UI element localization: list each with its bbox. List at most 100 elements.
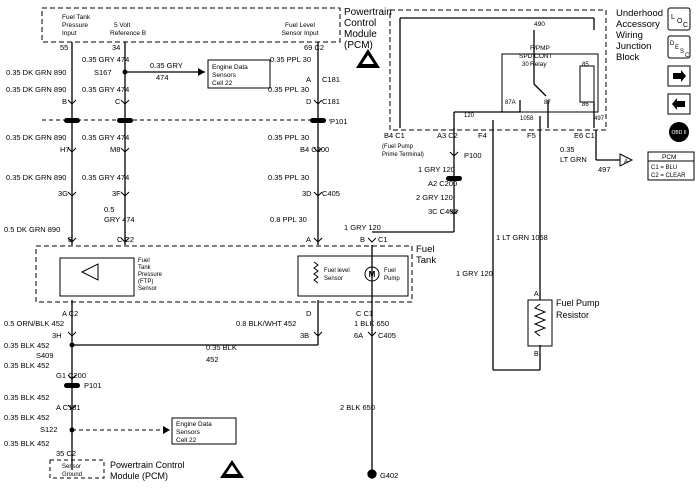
lbl-p100: P100 bbox=[464, 151, 482, 160]
eds-top-box bbox=[207, 59, 271, 89]
loc-l: L bbox=[671, 14, 675, 21]
lbl-b4c1: B4 C1 bbox=[384, 131, 405, 140]
ftp-2: Tank bbox=[138, 265, 152, 271]
prime-1: (Fuel Pump bbox=[382, 144, 414, 150]
lbl-c1: C1 bbox=[378, 235, 388, 244]
lbl-ltgrn1058: 1 LT GRN 1058 bbox=[496, 233, 548, 242]
obd-text: OBD II bbox=[671, 130, 686, 136]
lbl-3cc405: 3C C405 bbox=[428, 207, 458, 216]
lbl-55: 55 bbox=[60, 43, 68, 52]
fls-input-1: Fuel Level bbox=[285, 22, 316, 29]
lbl-d2: D bbox=[306, 309, 312, 318]
next-arrow-button[interactable] bbox=[667, 65, 691, 87]
res-b: B bbox=[534, 351, 539, 358]
ftp-3: Pressure bbox=[138, 272, 163, 278]
lbl-w30d: 0.35 PPL 30 bbox=[268, 173, 309, 182]
amplifier-icon bbox=[80, 263, 99, 281]
lbl-69c2: 69 C2 bbox=[304, 43, 324, 52]
left-arrow-icon bbox=[672, 98, 685, 110]
lbl-g1c200: G1 C200 bbox=[56, 371, 86, 380]
lbl-3d: 3D bbox=[302, 189, 312, 198]
fuel-tank-label-2: Tank bbox=[416, 255, 436, 266]
lbl-w30a: 0.35 PPL 30 bbox=[270, 55, 311, 64]
eds-bottom-2: Sensors bbox=[176, 429, 201, 436]
relay-box bbox=[501, 53, 599, 113]
relay-3: Relay bbox=[530, 61, 547, 68]
res-a: A bbox=[534, 291, 539, 298]
desc-c: C bbox=[685, 53, 690, 59]
lbl-452: 452 bbox=[206, 355, 219, 364]
lbl-blk452c: 0.35 BLK 452 bbox=[4, 361, 49, 370]
lbl-blk452e: 0.35 BLK 452 bbox=[4, 413, 49, 422]
lbl-orn452: 0.5 ORN/BLK 452 bbox=[4, 319, 64, 328]
lbl-497: 497 bbox=[598, 165, 611, 174]
lbl-b4c200: B4 C200 bbox=[300, 145, 329, 154]
splice-s167 bbox=[122, 69, 128, 75]
lbl-c2: C C2 bbox=[117, 235, 134, 244]
right-arrow-icon bbox=[673, 70, 686, 82]
fuel-pump-resistor-box bbox=[527, 299, 553, 347]
res-2: Resistor bbox=[556, 310, 589, 320]
underhood-wires bbox=[399, 17, 620, 371]
lbl-cc1: C C1 bbox=[356, 309, 373, 318]
lbl-6a: 6A bbox=[354, 331, 363, 340]
legend-c2: C2 = CLEAR bbox=[651, 173, 686, 179]
ref-a-arrow bbox=[619, 153, 634, 167]
desc-s: S bbox=[680, 49, 684, 55]
sender-box bbox=[297, 255, 409, 297]
pcm-title-2: Control bbox=[344, 18, 376, 29]
pcm-legend-box bbox=[647, 151, 695, 181]
lbl-e6c1: E6 C1 bbox=[574, 131, 595, 140]
lbl-gry120: 1 GRY 120 bbox=[344, 223, 381, 232]
relay-2: SPD CONT bbox=[519, 53, 553, 60]
description-icon bbox=[667, 35, 691, 59]
prev-arrow-button[interactable] bbox=[667, 93, 691, 115]
sg-1: Sensor bbox=[62, 464, 81, 470]
uh-4: Junction bbox=[616, 41, 651, 52]
resistor-zigzag-icon bbox=[533, 303, 547, 337]
lbl-ac2: A C2 bbox=[62, 309, 78, 318]
lbl-w30e: 0.8 PPL 30 bbox=[270, 215, 307, 224]
lbl-3f: 3F bbox=[112, 189, 121, 198]
fuse-490: 490 bbox=[534, 21, 545, 28]
eds-top-2: Sensors bbox=[212, 72, 237, 79]
uh-3: Wiring bbox=[616, 30, 643, 41]
lbl-a2c200: A2 C200 bbox=[428, 179, 457, 188]
location-icon bbox=[667, 7, 691, 31]
lbl-p101b: P101 bbox=[84, 381, 102, 390]
lbl-w30b: 0.35 PPL 30 bbox=[268, 85, 309, 94]
lbl-3h: 3H bbox=[52, 331, 62, 340]
uh-5: Block bbox=[616, 52, 639, 63]
lbl-a-c181: A bbox=[306, 75, 311, 84]
left-wires bbox=[71, 42, 455, 470]
lbl-d: D bbox=[306, 97, 312, 106]
lbl-035: 0.35 bbox=[560, 145, 575, 154]
legend-c1: C1 = BLU bbox=[651, 165, 677, 171]
lbl-w890d: 0.35 DK GRN 890 bbox=[6, 173, 66, 182]
ref5v-1: 5 Volt bbox=[114, 22, 130, 29]
fuel-tank-label-1: Fuel bbox=[416, 244, 434, 255]
lbl-blk650: 1 BLK 650 bbox=[354, 319, 389, 328]
lbl-gry120c: 2 GRY 120 bbox=[416, 193, 453, 202]
loc-c: C bbox=[683, 22, 688, 29]
fp-1: Fuel bbox=[384, 268, 396, 274]
lbl-c405: C405 bbox=[322, 189, 340, 198]
lbl-3b: 3B bbox=[300, 331, 309, 340]
level-sensor-resistor bbox=[313, 261, 319, 284]
lbl-blk452f: 0.35 BLK 452 bbox=[4, 439, 49, 448]
lbl-blkwht: 0.8 BLK/WHT 452 bbox=[236, 319, 296, 328]
pcm-title-3: Module bbox=[344, 29, 377, 40]
splice-s409 bbox=[69, 342, 75, 348]
lbl-m8: M8 bbox=[110, 145, 120, 154]
ftp-input-2: Pressure bbox=[62, 22, 88, 29]
res-1: Fuel Pump bbox=[556, 298, 600, 308]
legend-title: PCM bbox=[662, 154, 676, 161]
lbl-blk650b: 2 BLK 650 bbox=[340, 403, 375, 412]
lbl-w474a: 0.35 GRY 474 bbox=[82, 55, 129, 64]
prime-2: Prime Terminal) bbox=[382, 152, 424, 158]
ftp-1: Fuel bbox=[138, 258, 150, 264]
lbl-w474d: 0.35 GRY 474 bbox=[82, 133, 129, 142]
lbl-blk452a: 0.35 BLK 452 bbox=[4, 341, 49, 350]
pcm-top-box bbox=[41, 7, 341, 43]
